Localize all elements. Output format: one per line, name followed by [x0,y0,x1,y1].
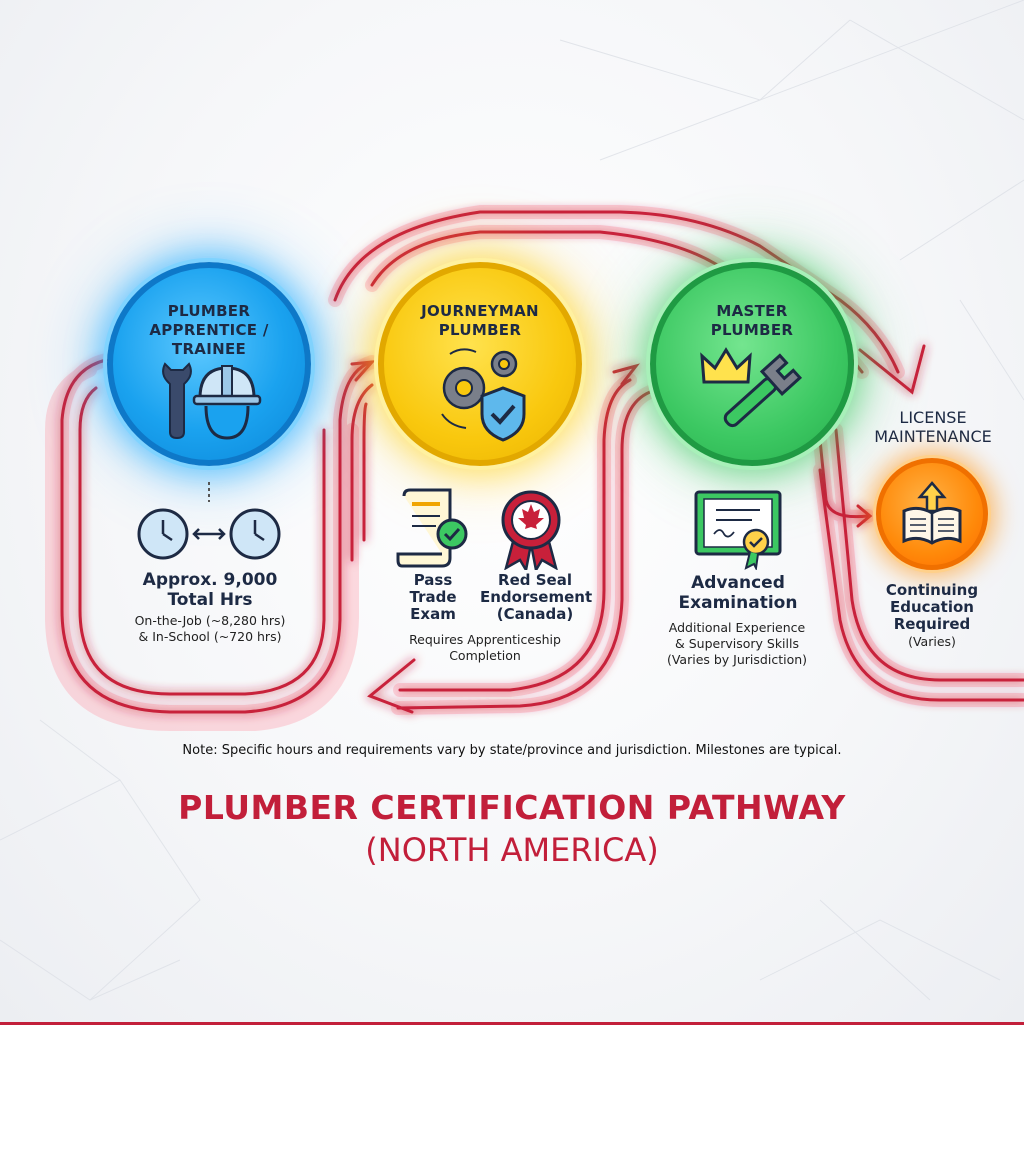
stage-journeyman-detail: Requires Apprenticeship Completion [409,632,561,663]
book-upload-icon [902,481,962,545]
shield-check-icon [480,386,526,442]
scroll-check-icon [396,488,468,568]
stage-license-education: Continuing Education Required [885,581,979,633]
gears-icon [441,348,518,429]
note-text: Note: Specific hours and requirements va… [182,743,842,758]
hard-hat-icon [192,365,262,440]
diagram-subtitle: (NORTH AMERICA) [365,831,659,869]
pipe-wrench-icon [723,353,803,428]
diagram-canvas: PLUMBER APPRENTICE / TRAINEE Approx. 9,0… [0,0,1024,1024]
stage-journeyman-title: JOURNEYMAN PLUMBER [421,302,539,339]
stage-journeyman-exam: Pass Trade Exam [409,571,457,623]
crown-icon [700,347,752,384]
stage-master-circle: MASTER PLUMBER [650,262,854,466]
wrench-icon [162,362,192,440]
stage-apprentice-title: PLUMBER APPRENTICE / TRAINEE [149,302,269,358]
diagram-title: PLUMBER CERTIFICATION PATHWAY [178,788,846,827]
background-lines [0,0,1024,1001]
stage-apprentice-circle: PLUMBER APPRENTICE / TRAINEE [107,262,311,466]
clock-pair-icon [137,482,281,560]
stage-master-title: MASTER PLUMBER [710,302,794,339]
stage-license-title: LICENSE MAINTENANCE [874,408,992,446]
bottom-divider [0,1022,1024,1025]
stage-master-detail: Additional Experience & Supervisory Skil… [666,620,808,667]
stage-apprentice-hours-detail: On-the-Job (~8,280 hrs) & In-School (~72… [134,613,286,644]
stage-apprentice-hours: Approx. 9,000 Total Hrs [142,570,278,610]
certificate-icon [694,490,782,570]
stage-journeyman-circle: JOURNEYMAN PLUMBER [378,262,582,466]
stage-license-circle [876,458,988,570]
stage-master-exam: Advanced Examination [678,573,798,613]
stage-license-detail: (Varies) [908,634,956,649]
stage-journeyman-red-seal: Red Seal Endorsement (Canada) [480,571,593,623]
maple-leaf-badge-icon [501,490,561,570]
